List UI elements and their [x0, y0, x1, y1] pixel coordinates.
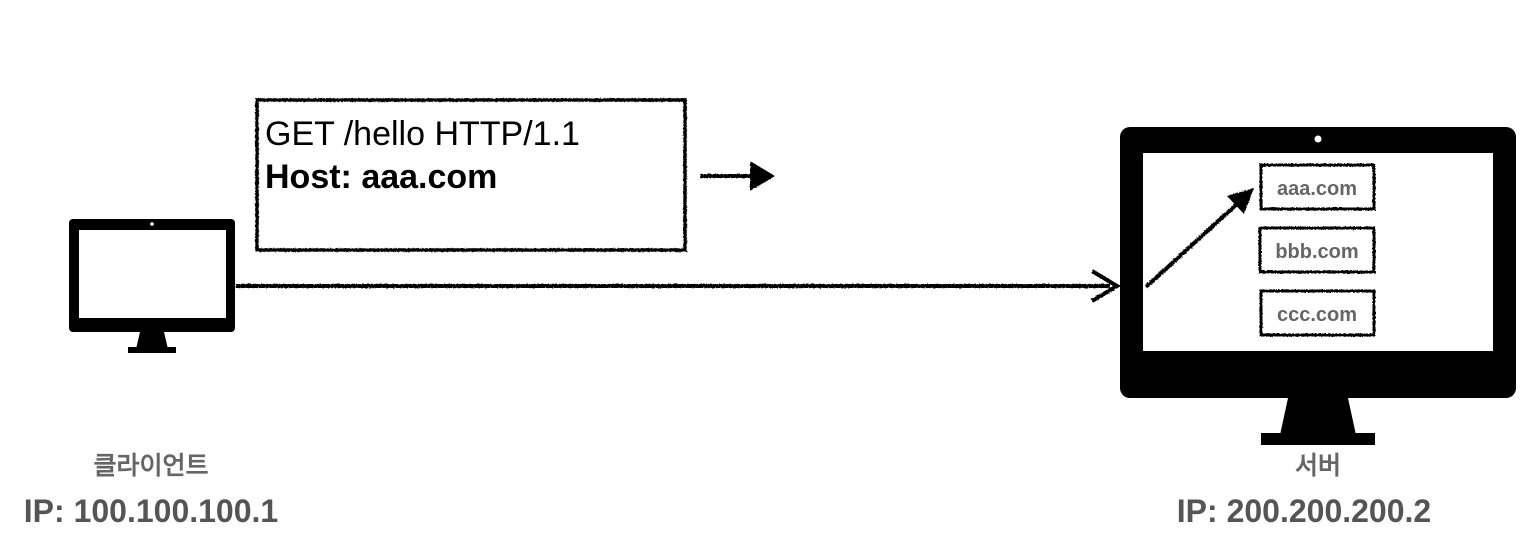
host-box-bbb: bbb.com — [1258, 226, 1376, 274]
request-box — [255, 98, 687, 252]
server-label: 서버 — [1295, 451, 1341, 480]
client-ip: IP: 100.100.100.1 — [24, 493, 278, 529]
request-line: GET /hello HTTP/1.1 — [265, 115, 580, 153]
host-label: ccc.com — [1277, 304, 1357, 326]
connection-arrow — [236, 269, 1121, 303]
host-label: aaa.com — [1277, 178, 1357, 200]
server-computer: aaa.com bbb.com ccc.com 서버 IP: 200.200.2… — [1120, 127, 1516, 529]
host-label: bbb.com — [1275, 241, 1358, 263]
direction-arrow-icon — [700, 161, 775, 191]
client-computer: 클라이언트 IP: 100.100.100.1 — [24, 219, 278, 529]
server-ip: IP: 200.200.200.2 — [1177, 493, 1431, 529]
host-box-aaa: aaa.com — [1259, 163, 1376, 211]
host-list: aaa.com bbb.com ccc.com — [1258, 163, 1376, 337]
client-label: 클라이언트 — [93, 451, 208, 480]
host-box-ccc: ccc.com — [1259, 289, 1376, 337]
request-message: GET /hello HTTP/1.1 Host: aaa.com — [255, 98, 687, 252]
host-header: Host: aaa.com — [265, 158, 497, 196]
routing-arrow-icon — [1144, 188, 1254, 289]
monitor-icon — [69, 219, 235, 353]
